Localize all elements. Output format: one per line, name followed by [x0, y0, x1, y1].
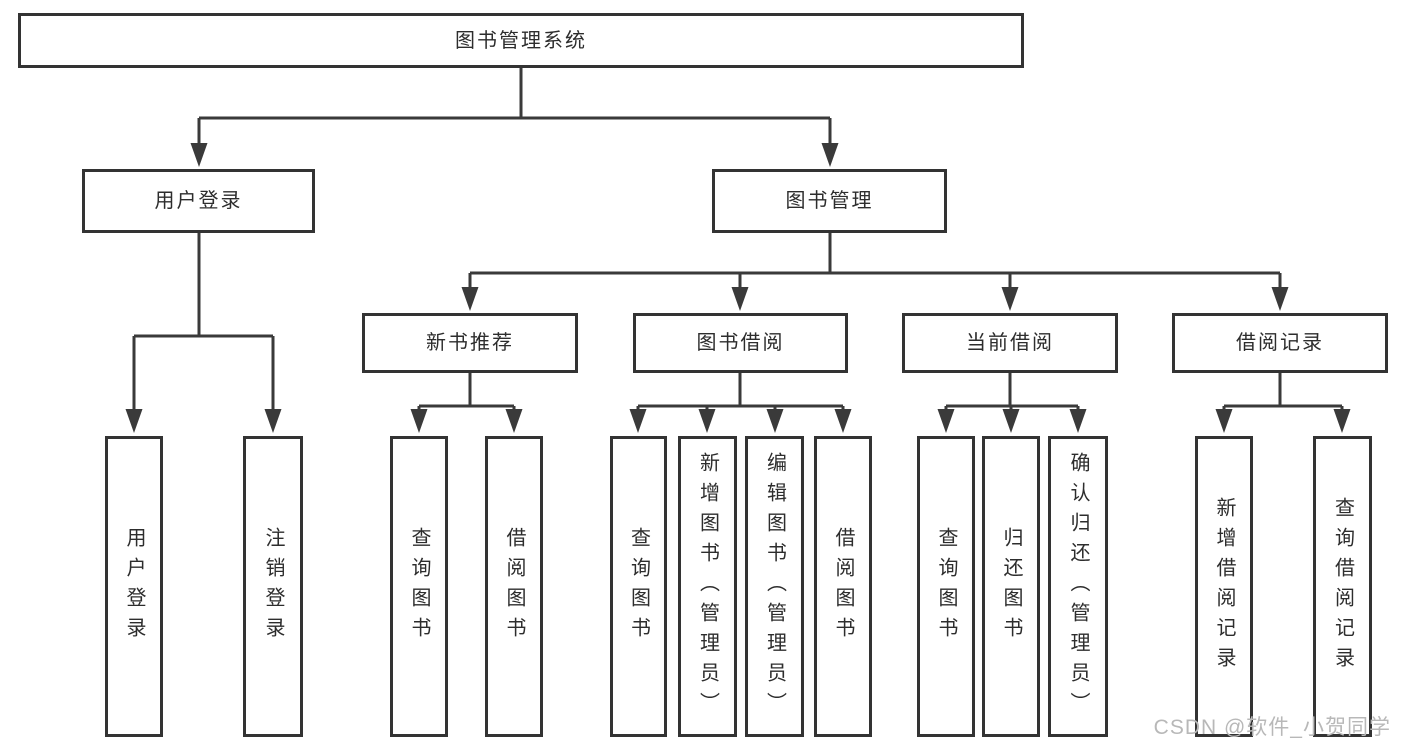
arrowhead-borrow — [731, 287, 749, 311]
node-borrowing-records: 借阅记录 — [1172, 313, 1388, 373]
leaf-br-query-record: 查询借阅记录 — [1313, 436, 1372, 737]
arrowhead-nbr-query — [410, 409, 428, 433]
leaf-br-add-record: 新增借阅记录 — [1195, 436, 1253, 737]
arrowhead-cb-return — [1002, 409, 1020, 433]
arrowhead-cb-confirm — [1069, 409, 1087, 433]
arrowhead-records — [1271, 287, 1289, 311]
leaf-bb-add-books-admin: 新增图书（管理员） — [678, 436, 737, 737]
arrowhead-leaf-logout — [264, 409, 282, 433]
arrowhead-newbook — [461, 287, 479, 311]
arrowhead-br-add — [1215, 409, 1233, 433]
leaf-user-login: 用户登录 — [105, 436, 163, 737]
node-root-system: 图书管理系统 — [18, 13, 1024, 68]
leaf-cb-return-books: 归还图书 — [982, 436, 1040, 737]
node-book-management: 图书管理 — [712, 169, 947, 233]
arrowhead-bb-query — [629, 409, 647, 433]
arrowhead-book-mgmt — [821, 143, 839, 167]
leaf-bb-borrow-books: 借阅图书 — [814, 436, 872, 737]
arrowhead-bb-add — [698, 409, 716, 433]
leaf-bb-query-books: 查询图书 — [610, 436, 667, 737]
leaf-bb-edit-books-admin: 编辑图书（管理员） — [745, 436, 804, 737]
leaf-cb-query-books: 查询图书 — [917, 436, 975, 737]
node-book-borrowing: 图书借阅 — [633, 313, 848, 373]
arrowhead-leaf-login — [125, 409, 143, 433]
node-new-book-recommend: 新书推荐 — [362, 313, 578, 373]
arrowhead-br-query — [1333, 409, 1351, 433]
leaf-nbr-query-books: 查询图书 — [390, 436, 448, 737]
arrowhead-bb-edit — [766, 409, 784, 433]
arrowhead-nbr-borrow — [505, 409, 523, 433]
arrowheads — [125, 143, 1351, 433]
leaf-cb-confirm-return-admin: 确认归还（管理员） — [1048, 436, 1108, 737]
arrowhead-bb-borrow — [834, 409, 852, 433]
arrowhead-cb-query — [937, 409, 955, 433]
leaf-logout: 注销登录 — [243, 436, 303, 737]
arrowhead-user-login — [190, 143, 208, 167]
leaf-nbr-borrow-books: 借阅图书 — [485, 436, 543, 737]
node-current-borrowing: 当前借阅 — [902, 313, 1118, 373]
arrowhead-current — [1001, 287, 1019, 311]
node-user-login: 用户登录 — [82, 169, 315, 233]
